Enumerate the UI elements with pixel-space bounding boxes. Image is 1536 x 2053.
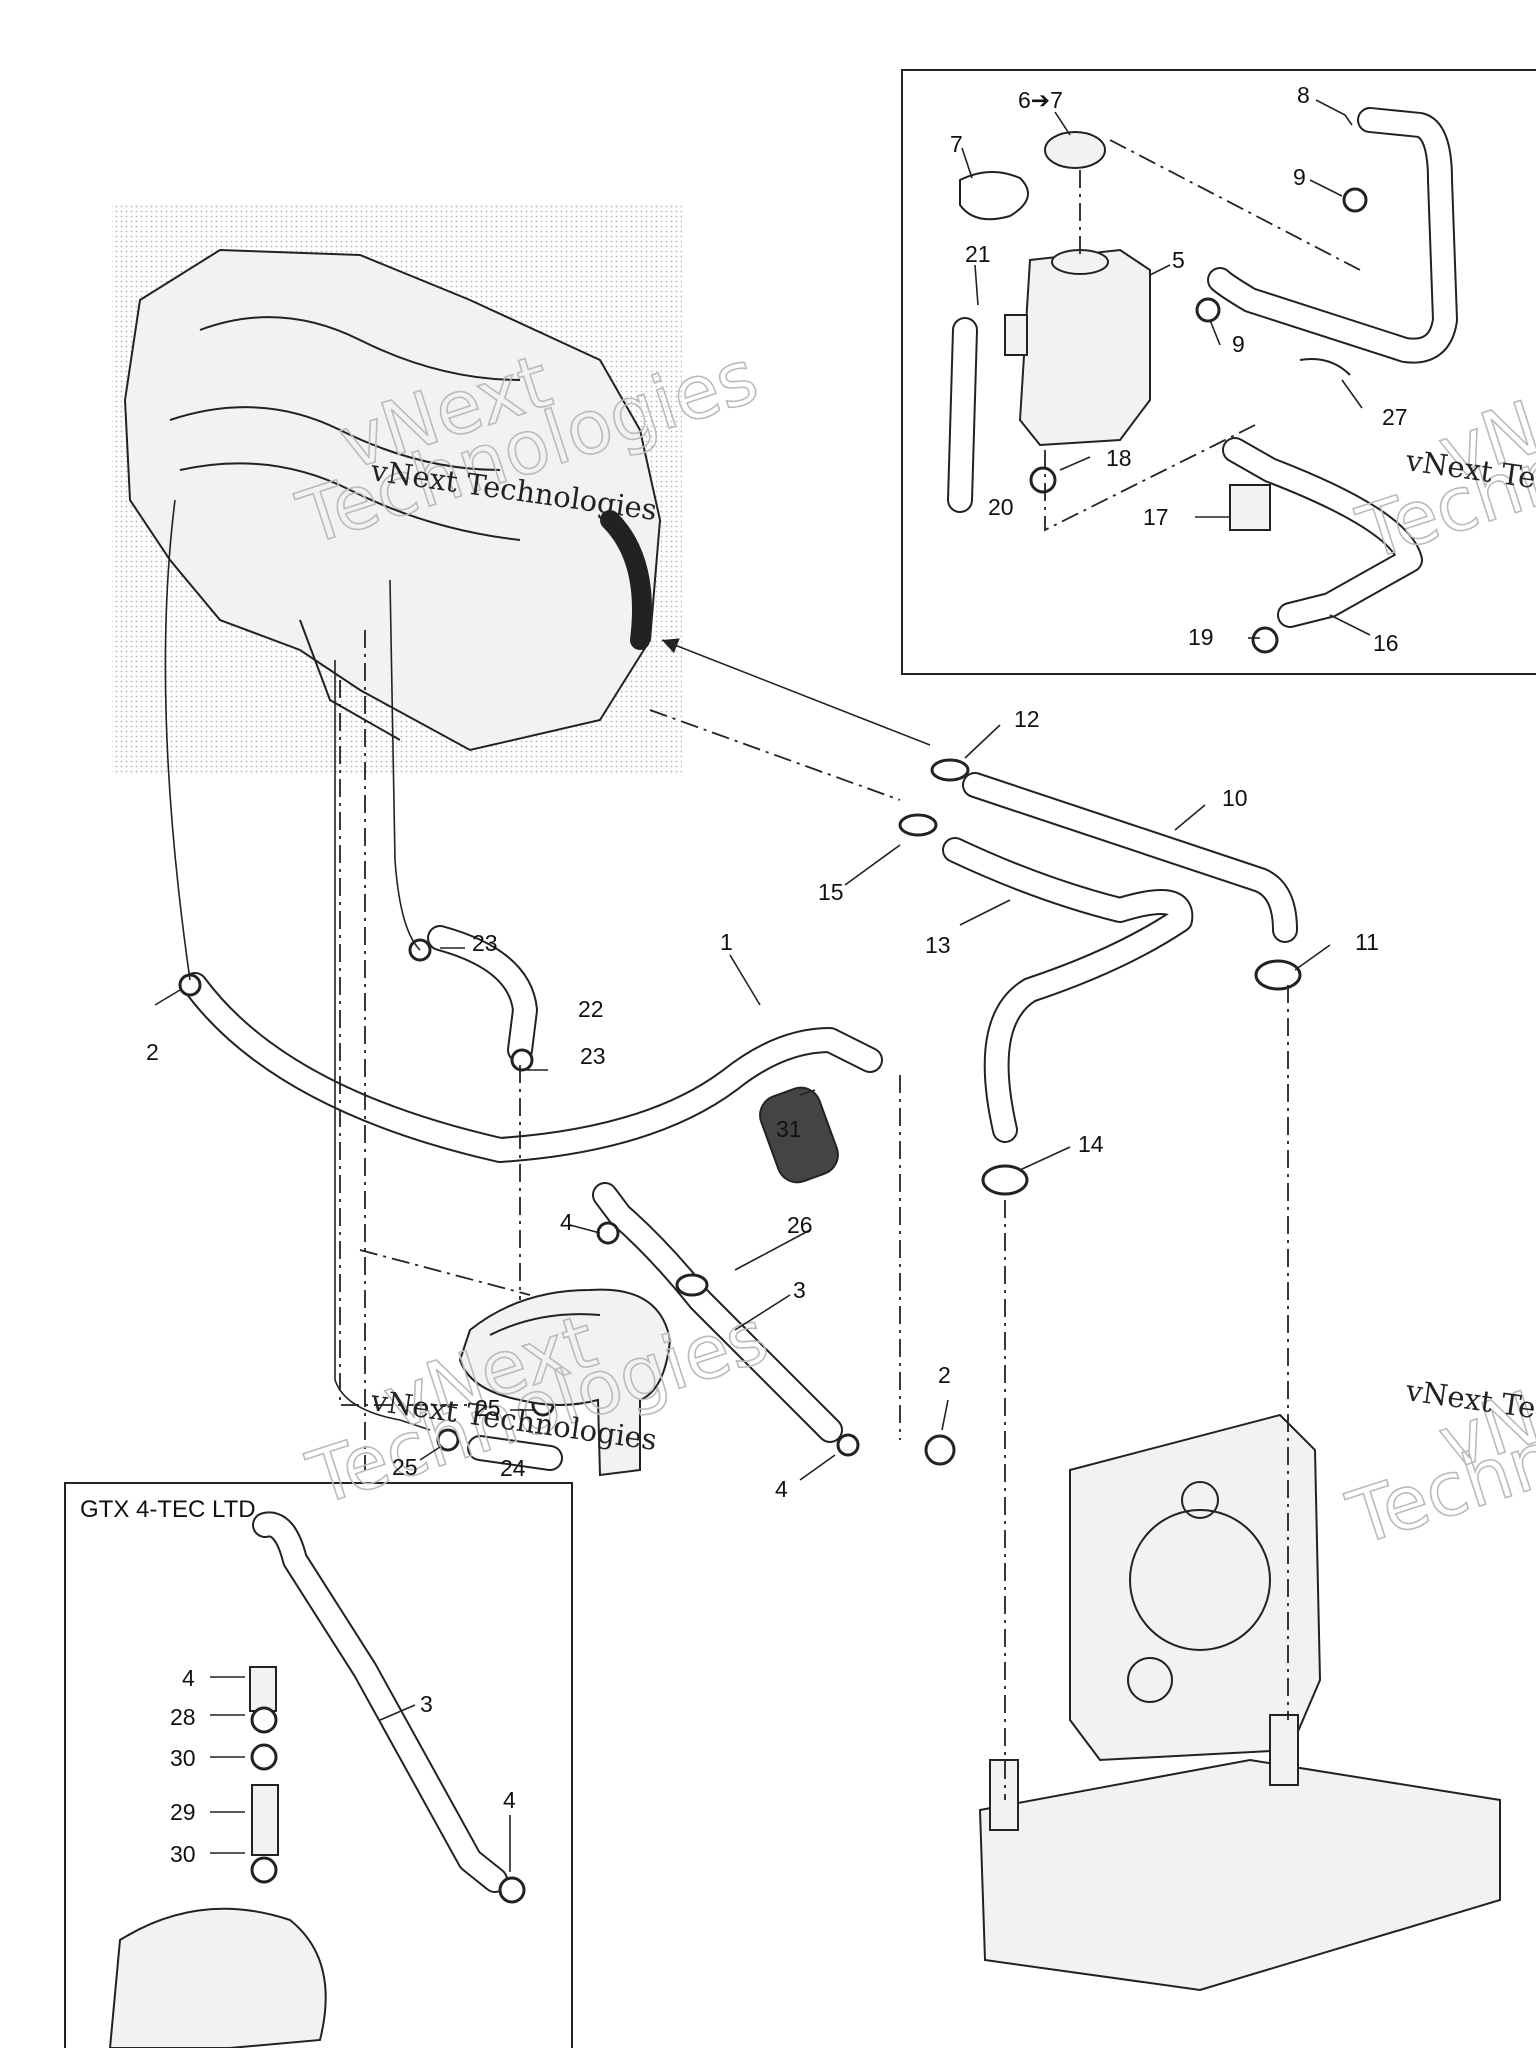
callout-11: 11: [1355, 929, 1379, 955]
callout-17: 17: [1143, 504, 1169, 530]
callout-1: 1: [720, 929, 733, 955]
callout-31: 31: [776, 1116, 802, 1142]
watermark-big-8: Technologies: [1338, 1333, 1536, 1562]
callout-20: 20: [988, 494, 1014, 520]
exhaust-elbow: [458, 1288, 672, 1477]
leader-lines: [154, 99, 1371, 1872]
callout-15: 15: [818, 879, 844, 905]
engine-block: [112, 205, 682, 775]
callout-19: 19: [1188, 624, 1214, 650]
callout-26: 26: [787, 1212, 813, 1238]
callout-25: 25: [475, 1395, 501, 1421]
callout-4: 4: [775, 1476, 788, 1502]
callout-9: 9: [1232, 331, 1245, 357]
callout-25: 25: [392, 1454, 418, 1480]
sleeve-31: [759, 1086, 839, 1184]
callout-7: 7: [950, 131, 963, 157]
callout-8: 8: [1297, 82, 1310, 108]
callout-30: 30: [170, 1745, 196, 1771]
callout-4: 4: [560, 1209, 573, 1235]
callout-23: 23: [472, 930, 498, 956]
callout-23: 23: [580, 1043, 606, 1069]
callout-28: 28: [170, 1704, 196, 1730]
cap: [1044, 131, 1106, 169]
ride-plate: [978, 1758, 1501, 1992]
hoses: [178, 758, 1302, 1471]
gasket: [959, 170, 1029, 221]
callout-27: 27: [1382, 404, 1408, 430]
callout-13: 13: [925, 932, 951, 958]
callout-29: 29: [170, 1799, 196, 1825]
callout-4: 4: [182, 1665, 195, 1691]
callout-3: 3: [793, 1277, 806, 1303]
callout-6-to-7: 6➔7: [1018, 87, 1063, 113]
callout-9: 9: [1293, 164, 1306, 190]
callout-14: 14: [1078, 1131, 1104, 1157]
callout-5: 5: [1172, 247, 1185, 273]
callout-12: 12: [1014, 706, 1040, 732]
callout-10: 10: [1222, 785, 1248, 811]
coolant-reservoir: [1018, 248, 1151, 447]
callout-3: 3: [420, 1691, 433, 1717]
callout-18: 18: [1106, 445, 1132, 471]
callout-21: 21: [965, 241, 991, 267]
callout-30: 30: [170, 1841, 196, 1867]
inset-title: GTX 4-TEC LTD: [80, 1496, 256, 1523]
callout-labels: 1 2 2 3 3 4 4 4 4 5 6➔7 7 8 9 9 10 11 12…: [146, 82, 1408, 1867]
callout-4: 4: [503, 1787, 516, 1813]
reservoir-inset-box: [901, 69, 1536, 675]
connection-lines: [164, 499, 1289, 1800]
callout-24: 24: [500, 1455, 526, 1481]
bracket: [1229, 484, 1271, 531]
gtx-inset: GTX 4-TEC LTD: [64, 1482, 573, 2053]
callout-16: 16: [1373, 630, 1399, 656]
callout-22: 22: [578, 996, 604, 1022]
pump-housing: [978, 1413, 1501, 1992]
callout-2: 2: [146, 1039, 159, 1065]
callout-2: 2: [938, 1362, 951, 1388]
